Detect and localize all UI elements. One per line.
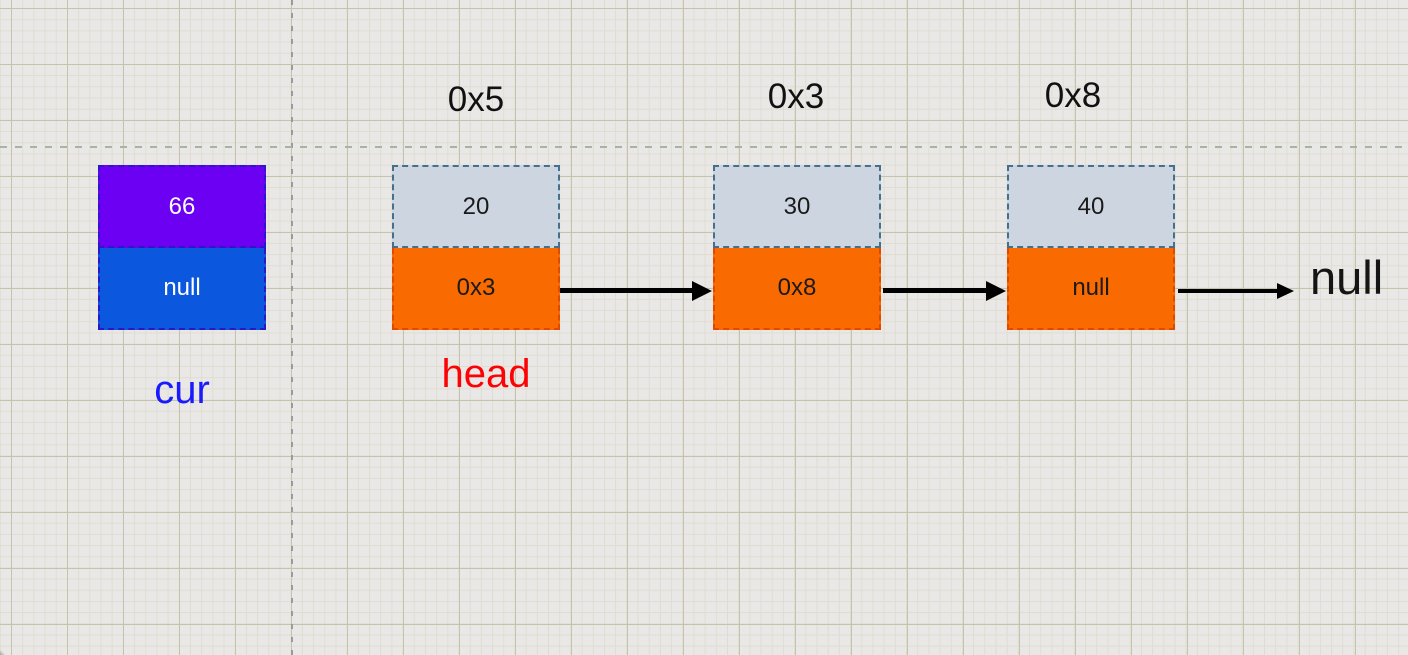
node1-next-cell[interactable]: 0x3	[392, 248, 560, 330]
arrow-node1-to-node2[interactable]	[560, 288, 694, 293]
node1-value-cell[interactable]: 20	[392, 165, 560, 248]
list-node-1[interactable]: 20 0x3	[392, 165, 560, 330]
list-node-3[interactable]: 40 null	[1007, 165, 1175, 330]
horizontal-page-guide	[0, 146, 1408, 148]
cur-node[interactable]: 66 null	[98, 165, 266, 330]
node3-value-cell[interactable]: 40	[1007, 165, 1175, 248]
list-node-2[interactable]: 30 0x8	[713, 165, 881, 330]
cur-label[interactable]: cur	[154, 368, 210, 412]
node2-next-cell[interactable]: 0x8	[713, 248, 881, 330]
node3-address-label[interactable]: 0x8	[1044, 76, 1102, 115]
vertical-page-guide	[291, 0, 293, 655]
node2-value-cell[interactable]: 30	[713, 165, 881, 248]
arrow-node2-to-node3[interactable]	[883, 288, 988, 293]
arrowhead-node1-to-node2	[692, 281, 712, 301]
node2-address-label[interactable]: 0x3	[767, 77, 825, 116]
node1-address-label[interactable]: 0x5	[447, 80, 505, 119]
cur-node-value-cell[interactable]: 66	[98, 165, 266, 248]
node3-next-cell[interactable]: null	[1007, 248, 1175, 330]
null-terminator-label[interactable]: null	[1310, 251, 1384, 304]
corner-shadow	[0, 639, 16, 655]
cur-node-next-cell[interactable]: null	[98, 248, 266, 330]
arrowhead-node3-to-null	[1277, 283, 1294, 299]
arrow-node3-to-null[interactable]	[1178, 289, 1279, 293]
head-label[interactable]: head	[441, 352, 531, 396]
arrowhead-node2-to-node3	[986, 281, 1006, 301]
